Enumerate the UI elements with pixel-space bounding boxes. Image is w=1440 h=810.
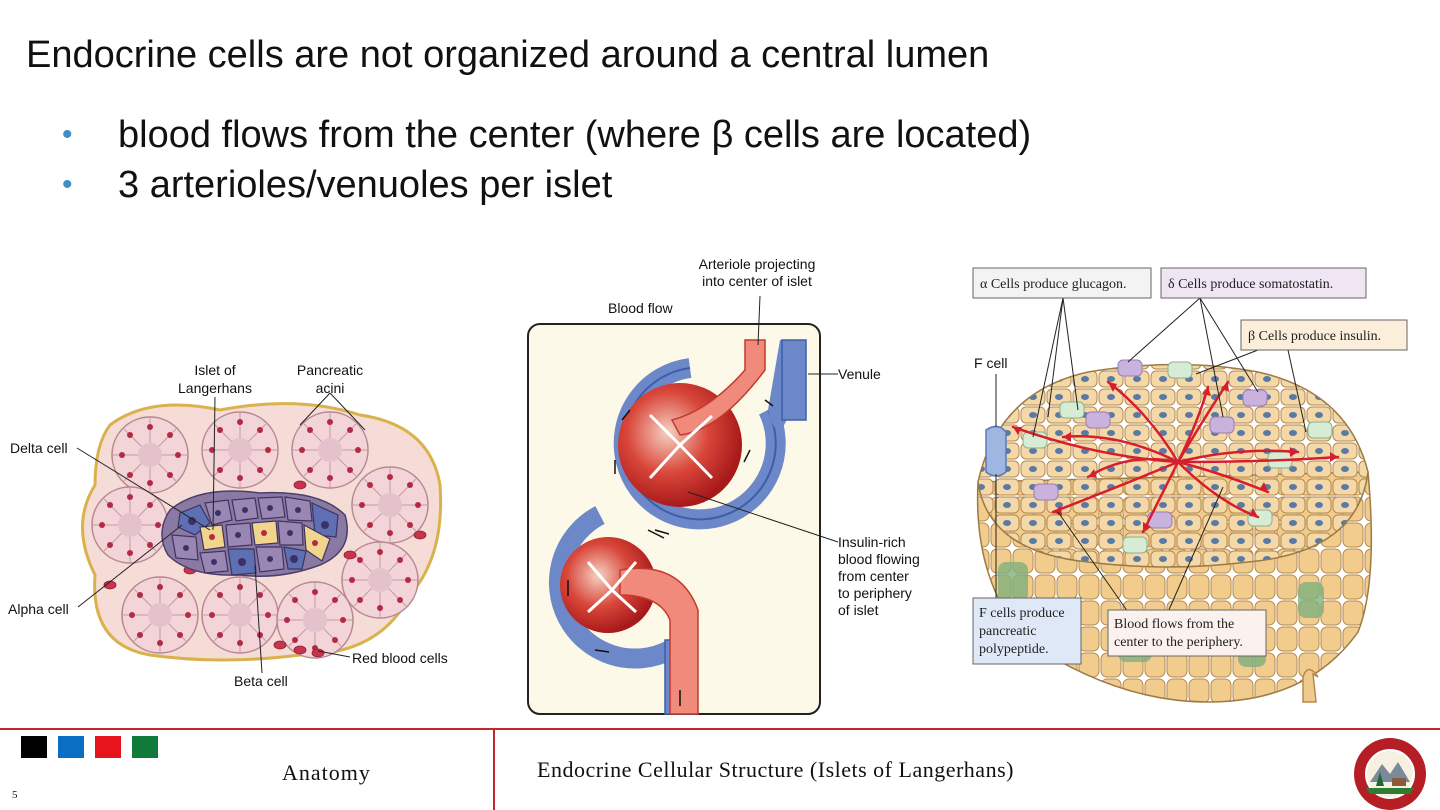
footer-square-black bbox=[21, 736, 47, 758]
label-blood-flows-line1: Blood flows from the bbox=[1114, 617, 1234, 632]
footer-course-name: Anatomy bbox=[282, 760, 371, 785]
label-delta-cell: Delta cell bbox=[10, 440, 68, 456]
label-arteriole-line2: into center of islet bbox=[702, 273, 812, 289]
label-islet-line2: Langerhans bbox=[178, 380, 252, 396]
footer-square-blue bbox=[58, 736, 84, 758]
label-insulin-line1: Insulin-rich bbox=[838, 534, 906, 550]
islet-3d-diagram: α Cells produce glucagon. δ Cells produc… bbox=[972, 267, 1408, 703]
label-acini-line1: Pancreatic bbox=[297, 362, 363, 378]
label-alpha-cells: α Cells produce glucagon. bbox=[980, 277, 1127, 292]
islet-tissue-diagram: Islet of Langerhans Pancreatic acini Del… bbox=[8, 362, 448, 689]
label-f-cell: F cell bbox=[974, 355, 1007, 371]
label-insulin-line2: blood flowing bbox=[838, 551, 920, 567]
label-venule: Venule bbox=[838, 366, 881, 382]
bullet-text: blood flows from the center (where β cel… bbox=[118, 114, 1032, 156]
label-insulin-line5: of islet bbox=[838, 602, 879, 618]
label-blood-flow: Blood flow bbox=[608, 300, 673, 316]
footer-square-green bbox=[132, 736, 158, 758]
label-islet-line1: Islet of bbox=[194, 362, 235, 378]
label-insulin-line3: from center bbox=[838, 568, 909, 584]
bullet-list: • blood flows from the center (where β ce… bbox=[62, 110, 1031, 210]
label-alpha-cell: Alpha cell bbox=[8, 601, 69, 617]
university-seal-icon bbox=[1354, 738, 1426, 810]
footer-slide-topic: Endocrine Cellular Structure (Islets of … bbox=[537, 757, 1014, 782]
footer-divider bbox=[0, 728, 1440, 730]
slide-title: Endocrine cells are not organized around… bbox=[26, 34, 990, 76]
footer-square-red bbox=[95, 736, 121, 758]
label-f-cells-line1: F cells produce bbox=[979, 606, 1065, 621]
label-f-cells-line3: polypeptide. bbox=[979, 642, 1049, 657]
bullet-item: • 3 arterioles/venuoles per islet bbox=[62, 160, 1031, 210]
label-beta-cells: β Cells produce insulin. bbox=[1248, 329, 1381, 344]
bullet-dot-icon: • bbox=[62, 118, 73, 151]
label-blood-flows-line2: center to the periphery. bbox=[1114, 635, 1243, 650]
label-delta-cells: δ Cells produce somatostatin. bbox=[1168, 277, 1333, 292]
footer-vertical-divider bbox=[493, 730, 495, 810]
label-red-blood-cells: Red blood cells bbox=[352, 650, 448, 666]
bullet-text: 3 arterioles/venuoles per islet bbox=[118, 164, 613, 206]
label-insulin-line4: to periphery bbox=[838, 585, 912, 601]
blood-flow-diagram: Arteriole projecting into center of isle… bbox=[527, 256, 920, 715]
page-number: 5 bbox=[12, 789, 18, 801]
bullet-item: • blood flows from the center (where β ce… bbox=[62, 110, 1031, 160]
label-arteriole-line1: Arteriole projecting bbox=[699, 256, 816, 272]
bullet-dot-icon: • bbox=[62, 168, 73, 201]
label-f-cells-line2: pancreatic bbox=[979, 624, 1037, 639]
label-beta-cell: Beta cell bbox=[234, 673, 288, 689]
label-acini-line2: acini bbox=[316, 380, 345, 396]
